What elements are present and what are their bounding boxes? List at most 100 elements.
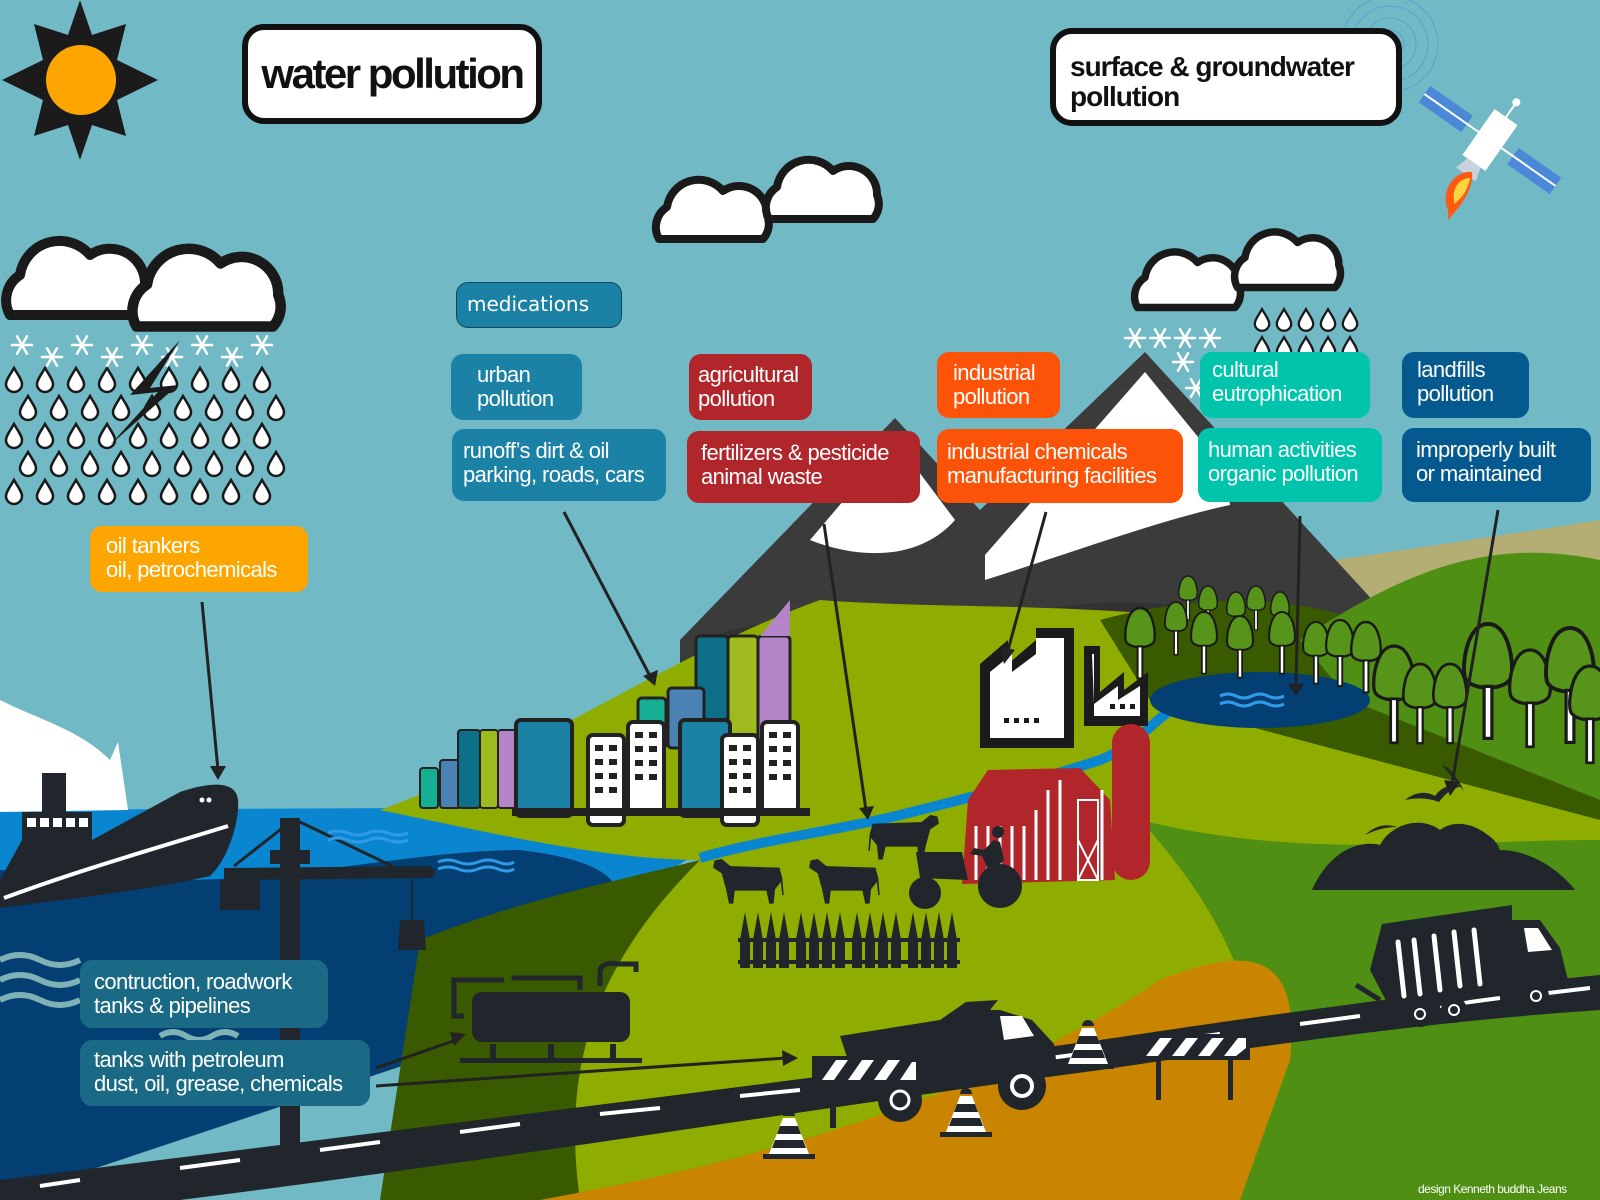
snowflake-icon bbox=[40, 347, 64, 367]
label-line: pollution bbox=[953, 384, 1030, 409]
snowflake-icon bbox=[1173, 328, 1197, 348]
label-line: eutrophication bbox=[1212, 381, 1342, 406]
snowflake-icon bbox=[100, 347, 124, 367]
raindrop-icon bbox=[159, 478, 179, 506]
label-line: human activities bbox=[1208, 437, 1357, 462]
garbage-truck-icon bbox=[1354, 905, 1568, 1027]
label-line: pollution bbox=[698, 386, 775, 411]
subtitle-line1: surface & groundwater bbox=[1070, 51, 1355, 82]
raindrop-icon bbox=[49, 394, 69, 422]
raindrop-icon bbox=[266, 450, 286, 478]
raindrop-icon bbox=[35, 478, 55, 506]
label-line: landfills bbox=[1417, 357, 1486, 382]
raindrop-icon bbox=[1253, 308, 1271, 332]
lightning-icon bbox=[110, 340, 180, 445]
raindrop-icon bbox=[159, 422, 179, 450]
label-line: industrial chemicals bbox=[947, 439, 1128, 464]
raindrop-icon bbox=[204, 394, 224, 422]
label-line: oil, petrochemicals bbox=[106, 557, 277, 582]
raindrop-icon bbox=[97, 366, 117, 394]
designer-credit: design Kenneth buddha Jeans bbox=[1418, 1182, 1567, 1196]
raindrop-icon bbox=[235, 450, 255, 478]
road-barrier-icon bbox=[812, 1056, 920, 1128]
raindrop-icon bbox=[204, 450, 224, 478]
raindrop-icon bbox=[173, 394, 193, 422]
snowflake-icon bbox=[220, 347, 244, 367]
main-title-text: water pollution bbox=[261, 50, 525, 97]
wave-icon bbox=[327, 829, 515, 873]
subtitle-line2: pollution bbox=[1070, 81, 1180, 112]
label-line: cultural bbox=[1212, 357, 1279, 382]
cloud-icon bbox=[656, 160, 879, 239]
main-title: water pollution bbox=[242, 24, 542, 124]
label-line: agricultural bbox=[698, 362, 799, 387]
raindrop-icon bbox=[111, 394, 131, 422]
raindrop-icon bbox=[66, 478, 86, 506]
snowflake-icon bbox=[1148, 328, 1172, 348]
raindrop-icon bbox=[1341, 308, 1359, 332]
raindrop-icon bbox=[173, 450, 193, 478]
label-line: medications bbox=[467, 292, 590, 316]
raindrop-icon bbox=[35, 366, 55, 394]
raindrop-icon bbox=[252, 366, 272, 394]
label-line: contruction, roadwork bbox=[94, 969, 292, 994]
snowflake-icon bbox=[1198, 328, 1222, 348]
lake-icon bbox=[1150, 672, 1370, 728]
tank-icon bbox=[451, 960, 642, 1063]
raindrop-icon bbox=[49, 450, 69, 478]
label-line: organic pollution bbox=[1208, 461, 1359, 486]
snowflake-icon bbox=[250, 335, 274, 355]
raindrop-icon bbox=[1275, 308, 1293, 332]
raindrop-icon bbox=[4, 422, 24, 450]
raindrop-icon bbox=[235, 394, 255, 422]
sun-icon bbox=[2, 0, 158, 160]
label-line: improperly built bbox=[1416, 437, 1556, 462]
landfill-icon bbox=[1312, 822, 1575, 890]
tractor-icon bbox=[909, 826, 1022, 909]
snowflake-icon bbox=[190, 335, 214, 355]
label-line: pollution bbox=[477, 386, 554, 411]
label-line: runoff’s dirt & oil bbox=[463, 438, 610, 463]
raindrop-icon bbox=[111, 450, 131, 478]
snowflake-icon bbox=[70, 335, 94, 355]
snowflake-icon bbox=[10, 335, 34, 355]
ship-icon bbox=[0, 773, 239, 908]
raindrop-icon bbox=[252, 478, 272, 506]
raindrop-icon bbox=[4, 366, 24, 394]
label-line: pollution bbox=[1417, 381, 1494, 406]
snowflake-icon bbox=[130, 335, 154, 355]
raindrop-icon bbox=[97, 422, 117, 450]
label-line: or maintained bbox=[1416, 461, 1542, 486]
label-line: urban bbox=[477, 362, 531, 387]
cloud-icon bbox=[1135, 232, 1341, 308]
raindrop-icon bbox=[66, 422, 86, 450]
raindrop-icon bbox=[190, 366, 210, 394]
raindrop-icon bbox=[221, 478, 241, 506]
raindrop-icon bbox=[18, 450, 38, 478]
raindrop-icon bbox=[266, 394, 286, 422]
label-line: manufacturing facilities bbox=[947, 463, 1157, 488]
label-line: parking, roads, cars bbox=[463, 462, 645, 487]
raindrop-icon bbox=[190, 478, 210, 506]
label-line: tanks & pipelines bbox=[94, 993, 251, 1018]
raindrop-icon bbox=[142, 450, 162, 478]
label-line: industrial bbox=[953, 360, 1036, 385]
raindrop-icon bbox=[190, 422, 210, 450]
snowflake-icon bbox=[1123, 328, 1147, 348]
raindrop-icon bbox=[80, 450, 100, 478]
snowflake-icon bbox=[1171, 352, 1195, 372]
raindrop-icon bbox=[18, 394, 38, 422]
raindrop-icon bbox=[1319, 308, 1337, 332]
label-line: tanks with petroleum bbox=[94, 1047, 284, 1072]
arrow-icon bbox=[200, 509, 1500, 1088]
